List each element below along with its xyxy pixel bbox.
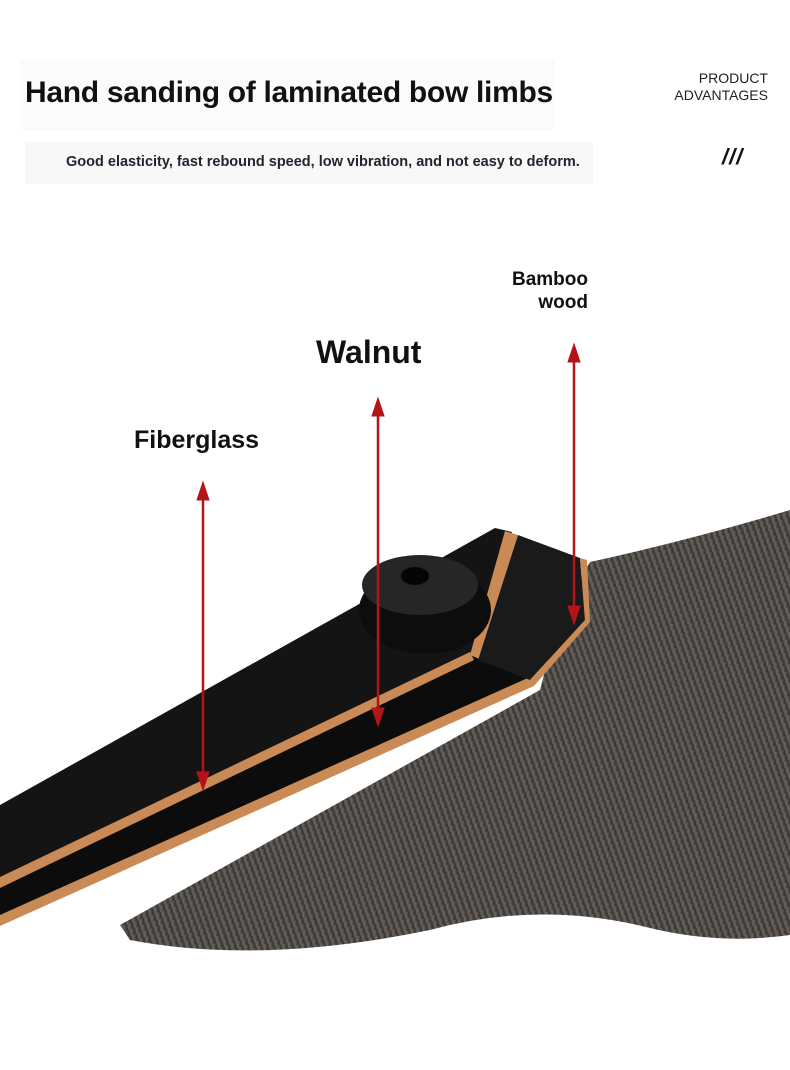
limb-bolt-icon [359,555,491,654]
walnut-arrow [371,396,385,728]
walnut-label: Walnut [316,334,422,370]
limb-walnut-layer [0,655,530,920]
limb-laminate-line [0,677,534,926]
fiberglass-arrow [196,480,210,792]
subtitle-background [25,142,593,184]
bamboo-label-line1: Bamboo [512,269,588,290]
page-title: Hand sanding of laminated bow limbs [25,76,553,109]
bamboo-label-line2: wood [538,292,588,313]
title-background [20,60,555,130]
limb-laminate-line [0,652,474,888]
bamboo-wood-label: Bamboo wood [490,268,588,314]
section-tag: PRODUCT ADVANTAGES [674,70,768,104]
riser-wood [120,510,790,951]
limb-tip-face [478,535,585,680]
slashes-decoration: /// [722,144,744,169]
limb-tip-edge [530,558,590,686]
subtitle: Good elasticity, fast rebound speed, low… [66,154,580,170]
bamboo-arrow [567,342,581,626]
fiberglass-label: Fiberglass [134,426,260,454]
section-tag-line1: PRODUCT [698,70,768,86]
section-tag-line2: ADVANTAGES [674,87,768,103]
